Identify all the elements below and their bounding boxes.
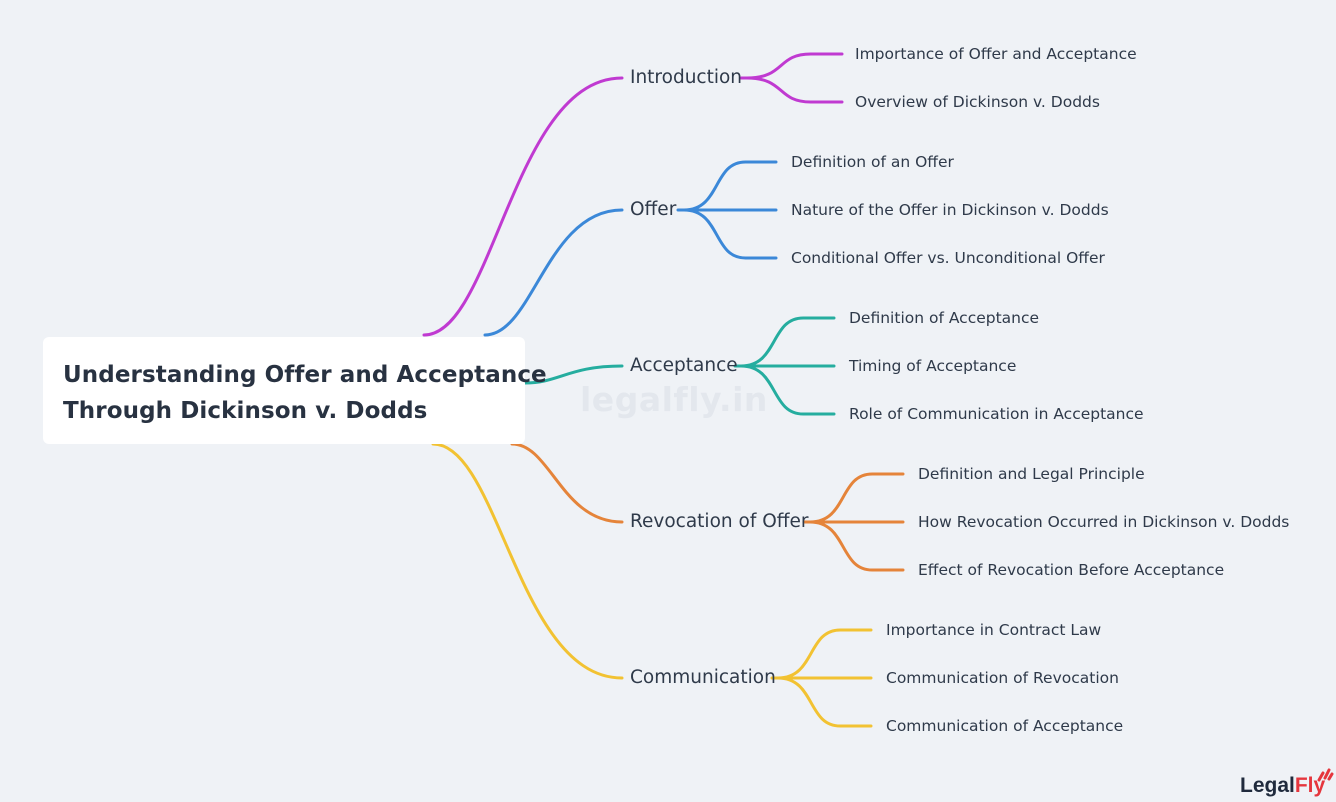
connector-acceptance-leaf-3 bbox=[739, 364, 836, 416]
leaf-communication-1[interactable]: Importance in Contract Law bbox=[886, 621, 1102, 639]
branch-revocation[interactable]: Revocation of Offer bbox=[630, 511, 809, 532]
branch-acceptance[interactable]: Acceptance bbox=[630, 355, 738, 376]
connector-offer-leaf-1 bbox=[682, 160, 778, 212]
leaf-offer-3[interactable]: Conditional Offer vs. Unconditional Offe… bbox=[791, 249, 1105, 267]
root-title-line-1: Understanding Offer and Acceptance bbox=[63, 362, 547, 388]
connector-root-to-introduction bbox=[422, 76, 624, 337]
connector-root-to-acceptance bbox=[523, 364, 624, 385]
leaf-introduction-2[interactable]: Overview of Dickinson v. Dodds bbox=[855, 93, 1100, 111]
connector-root-to-revocation bbox=[510, 442, 624, 524]
leaf-communication-2[interactable]: Communication of Revocation bbox=[886, 669, 1119, 687]
connector-communication-leaf-3 bbox=[776, 676, 873, 728]
connector-offer-leaf-3 bbox=[682, 208, 778, 260]
branch-communication[interactable]: Communication bbox=[630, 667, 776, 688]
legalfly-logo: LegalFly bbox=[1240, 774, 1325, 798]
leaf-acceptance-1[interactable]: Definition of Acceptance bbox=[849, 309, 1040, 327]
branch-offer[interactable]: Offer bbox=[630, 199, 677, 220]
connector-root-to-offer bbox=[483, 208, 624, 337]
logo-spark-icon bbox=[1317, 768, 1334, 782]
leaf-revocation-2[interactable]: How Revocation Occurred in Dickinson v. … bbox=[918, 513, 1290, 531]
connector-acceptance-leaf-1 bbox=[739, 316, 836, 368]
connector-revocation-leaf-3 bbox=[808, 520, 905, 572]
leaf-communication-3[interactable]: Communication of Acceptance bbox=[886, 717, 1124, 735]
connector-root-to-communication bbox=[431, 442, 624, 680]
root-title-line-2: Through Dickinson v. Dodds bbox=[63, 398, 428, 424]
connector-communication-leaf-1 bbox=[776, 628, 873, 680]
leaf-introduction-1[interactable]: Importance of Offer and Acceptance bbox=[855, 45, 1137, 63]
connector-introduction-leaf-1 bbox=[745, 52, 844, 80]
root-node[interactable]: Understanding Offer and Acceptance Throu… bbox=[43, 337, 547, 444]
leaf-revocation-1[interactable]: Definition and Legal Principle bbox=[918, 465, 1145, 483]
leaf-revocation-3[interactable]: Effect of Revocation Before Acceptance bbox=[918, 561, 1225, 579]
connector-revocation-leaf-1 bbox=[808, 472, 905, 524]
connector-introduction-leaf-2 bbox=[745, 76, 844, 104]
leaf-acceptance-3[interactable]: Role of Communication in Acceptance bbox=[849, 405, 1144, 423]
branch-introduction[interactable]: Introduction bbox=[630, 67, 743, 88]
leaf-offer-1[interactable]: Definition of an Offer bbox=[791, 153, 954, 171]
leaf-offer-2[interactable]: Nature of the Offer in Dickinson v. Dodd… bbox=[791, 201, 1109, 219]
leaf-acceptance-2[interactable]: Timing of Acceptance bbox=[849, 357, 1017, 375]
logo-text-legal: Legal bbox=[1240, 774, 1295, 797]
watermark: legalfly.in bbox=[580, 380, 768, 419]
